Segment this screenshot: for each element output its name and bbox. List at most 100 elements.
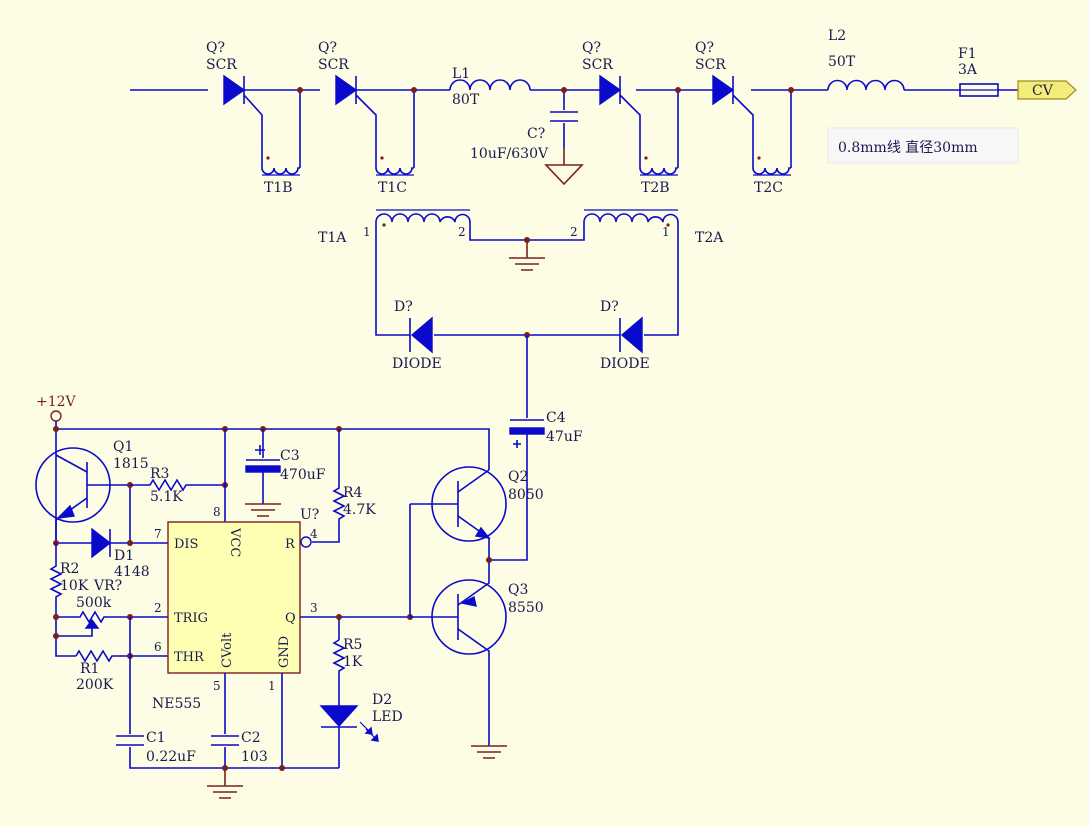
- scr-4-type: SCR: [695, 57, 726, 73]
- transistor-q2: [410, 466, 507, 560]
- inductor-l1: [449, 79, 531, 91]
- diode-right: [619, 316, 643, 354]
- r2-ref: R2: [60, 561, 79, 577]
- resistor-r4: [312, 429, 346, 543]
- pin-dis-label: DIS: [174, 537, 198, 552]
- resistor-r2: [49, 543, 76, 657]
- capacitor-hv: [544, 90, 584, 186]
- inductor-l2: [827, 79, 905, 91]
- c4-value: 47uF: [546, 429, 583, 445]
- scr-3-type: SCR: [582, 57, 613, 73]
- note-box: [827, 127, 1019, 164]
- d1-value: 4148: [114, 564, 150, 580]
- q2-value: 8050: [508, 487, 544, 503]
- vr-ref: VR?: [93, 578, 122, 594]
- fuse-ref: F1: [958, 46, 977, 62]
- pin-thr-label: THR: [174, 650, 205, 665]
- scr-4-ref: Q?: [695, 40, 714, 56]
- winding-t2a: [583, 213, 679, 238]
- scr-4: [712, 74, 792, 168]
- r5-ref: R5: [343, 637, 362, 653]
- c2-value: 103: [241, 749, 268, 765]
- l1-ref: L1: [452, 66, 470, 82]
- pin-r-label: R: [285, 537, 296, 552]
- pin-2-num: 2: [154, 601, 162, 615]
- r4-value: 4.7K: [343, 502, 376, 518]
- pin-vcc-label: VCC: [227, 527, 242, 557]
- capacitor-c3: [245, 429, 281, 517]
- t2a-pin1: 1: [662, 225, 670, 239]
- pin-8-num: 8: [213, 505, 221, 519]
- fuse-value: 3A: [958, 62, 978, 78]
- diode-left: [409, 316, 433, 354]
- t2a-pin2: 2: [570, 225, 578, 239]
- q1-value: 1815: [113, 456, 149, 472]
- t1c-label: T1C: [378, 180, 407, 196]
- winding-t1c: [375, 167, 414, 175]
- q2-ref: Q2: [508, 469, 528, 485]
- d2-value: LED: [372, 709, 403, 725]
- pin-6-num: 6: [154, 640, 162, 654]
- hv-chain: [130, 74, 1077, 186]
- resistor-r3: [130, 478, 225, 492]
- pin-7-num: 7: [154, 527, 162, 541]
- ic-ne555: [167, 521, 410, 768]
- r3-ref: R3: [150, 466, 169, 482]
- t2a-label: T2A: [695, 230, 724, 246]
- scr-2: [335, 74, 415, 168]
- t1a-pin1: 1: [363, 225, 371, 239]
- winding-t1a: [375, 213, 471, 238]
- d2-ref: D2: [372, 692, 392, 708]
- pin-cvolt-label: CVolt: [220, 632, 235, 668]
- supply-label: +12V: [36, 394, 77, 410]
- r3-value: 5.1K: [150, 489, 183, 505]
- t1a-pin2: 2: [458, 225, 466, 239]
- diode-d1: [56, 527, 168, 559]
- resistor-r1: [75, 649, 168, 663]
- c1-value: 0.22uF: [146, 749, 196, 765]
- scr-1-ref: Q?: [206, 40, 225, 56]
- c3-value: 470uF: [280, 467, 326, 483]
- t1b-label: T1B: [264, 180, 293, 196]
- t1a-label: T1A: [318, 230, 347, 246]
- transistor-q3: [410, 560, 507, 746]
- c2-ref: C2: [241, 730, 261, 746]
- c3-ref: C3: [280, 448, 300, 464]
- capacitor-c1: [116, 617, 339, 769]
- d1-ref: D1: [114, 548, 134, 564]
- port-cv: [1017, 80, 1077, 100]
- scr-1-type: SCR: [206, 57, 237, 73]
- winding-t2b: [639, 167, 678, 175]
- scr-3-ref: Q?: [582, 40, 601, 56]
- pin-3-num: 3: [310, 601, 318, 615]
- potentiometer-vr: [56, 610, 168, 637]
- cap-hv-value: 10uF/630V: [470, 146, 549, 162]
- scr-2-ref: Q?: [318, 40, 337, 56]
- r1-value: 200K: [76, 677, 114, 693]
- q3-value: 8550: [508, 600, 544, 616]
- transformer-primaries: [375, 209, 679, 336]
- q3-ref: Q3: [508, 582, 528, 598]
- ic-ref: U?: [300, 507, 319, 523]
- l1-value: 80T: [452, 92, 480, 108]
- scr-3: [599, 74, 679, 168]
- t2c-label: T2C: [754, 180, 783, 196]
- l2-ref: L2: [828, 28, 846, 44]
- cap-hv-ref: C?: [527, 126, 545, 142]
- scr-2-type: SCR: [318, 57, 349, 73]
- diode-right-ref: D?: [600, 299, 619, 315]
- pin-5-num: 5: [213, 679, 221, 693]
- diode-left-type: DIODE: [392, 356, 442, 372]
- note-text: 0.8mm线 直径30mm: [838, 139, 978, 156]
- ground-q3: [471, 745, 507, 759]
- pin-1-num: 1: [268, 679, 276, 693]
- resistor-r5: [332, 639, 346, 706]
- r2-value: 10K: [60, 578, 89, 594]
- r4-ref: R4: [343, 485, 363, 501]
- c4-ref: C4: [546, 410, 566, 426]
- t2b-label: T2B: [641, 180, 670, 196]
- vr-value: 500k: [76, 595, 112, 611]
- ic-part: NE555: [152, 696, 201, 712]
- diode-right-type: DIODE: [600, 356, 650, 372]
